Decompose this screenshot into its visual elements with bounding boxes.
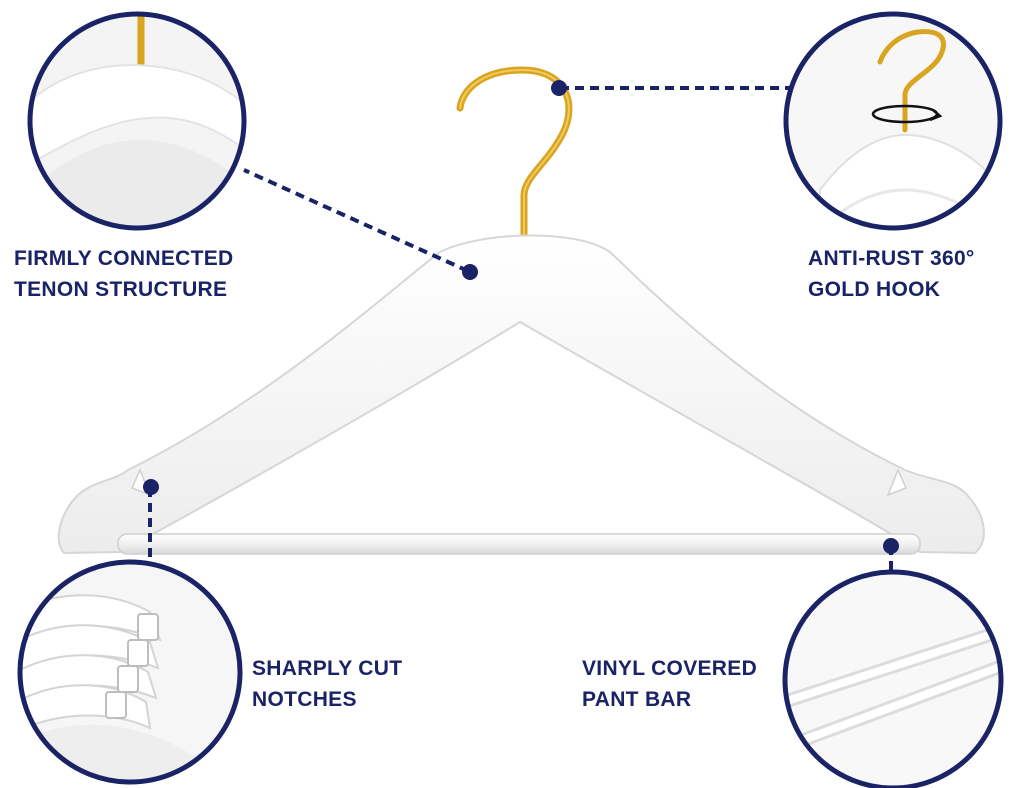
marker-dot-tenon	[462, 264, 478, 280]
leader-lines	[148, 86, 893, 574]
label-pant-bar: VINYL COVERED PANT BAR	[582, 653, 757, 715]
closeup-tenon	[27, 11, 247, 231]
marker-dot-bar	[883, 538, 899, 554]
closeup-pant-bar	[782, 569, 1004, 788]
label-gold-hook: ANTI-RUST 360° GOLD HOOK	[808, 243, 975, 305]
label-bar-line1: VINYL COVERED	[582, 657, 758, 680]
label-notch-line1: SHARPLY CUT	[252, 657, 403, 680]
marker-dot-notch	[143, 479, 159, 495]
label-hook-line1: ANTI-RUST 360°	[808, 247, 975, 270]
marker-dot-hook	[551, 80, 567, 96]
pant-bar	[117, 533, 921, 555]
label-hook-line2: GOLD HOOK	[808, 278, 941, 301]
label-bar-line2: PANT BAR	[582, 688, 692, 711]
label-tenon-line1: FIRMLY CONNECTED	[14, 247, 234, 270]
label-notches: SHARPLY CUT NOTCHES	[252, 653, 402, 715]
closeup-hook	[783, 11, 1003, 231]
right-notch	[886, 468, 908, 497]
closeup-notches	[17, 559, 243, 785]
label-notch-line2: NOTCHES	[252, 688, 357, 711]
label-tenon-structure: FIRMLY CONNECTED TENON STRUCTURE	[14, 243, 234, 305]
gold-hook-icon	[456, 66, 573, 238]
label-tenon-line2: TENON STRUCTURE	[14, 278, 228, 301]
rotate-arrow-icon	[871, 104, 943, 124]
